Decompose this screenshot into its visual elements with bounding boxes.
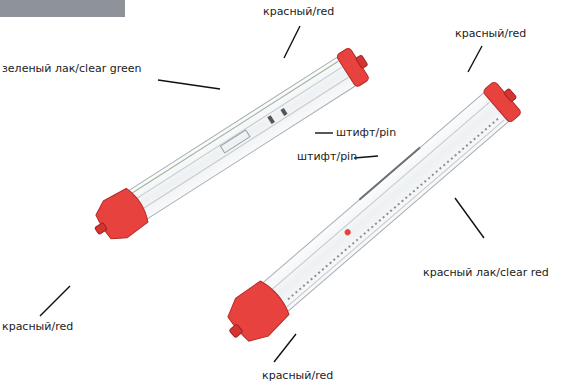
part-label: штифт/pin <box>336 126 396 139</box>
part-label: красный/red <box>262 369 333 382</box>
part-label: красный/red <box>2 320 73 333</box>
part-label: красный/red <box>455 27 526 40</box>
corner-tab <box>0 0 125 17</box>
part-label: красный/red <box>263 5 334 18</box>
part-label: штифт/pin <box>297 150 357 163</box>
leader-lines <box>40 26 484 362</box>
part-label: красный лак/clear red <box>423 266 549 279</box>
part-label: зеленый лак/clear green <box>2 62 141 75</box>
tube-red <box>216 74 529 353</box>
